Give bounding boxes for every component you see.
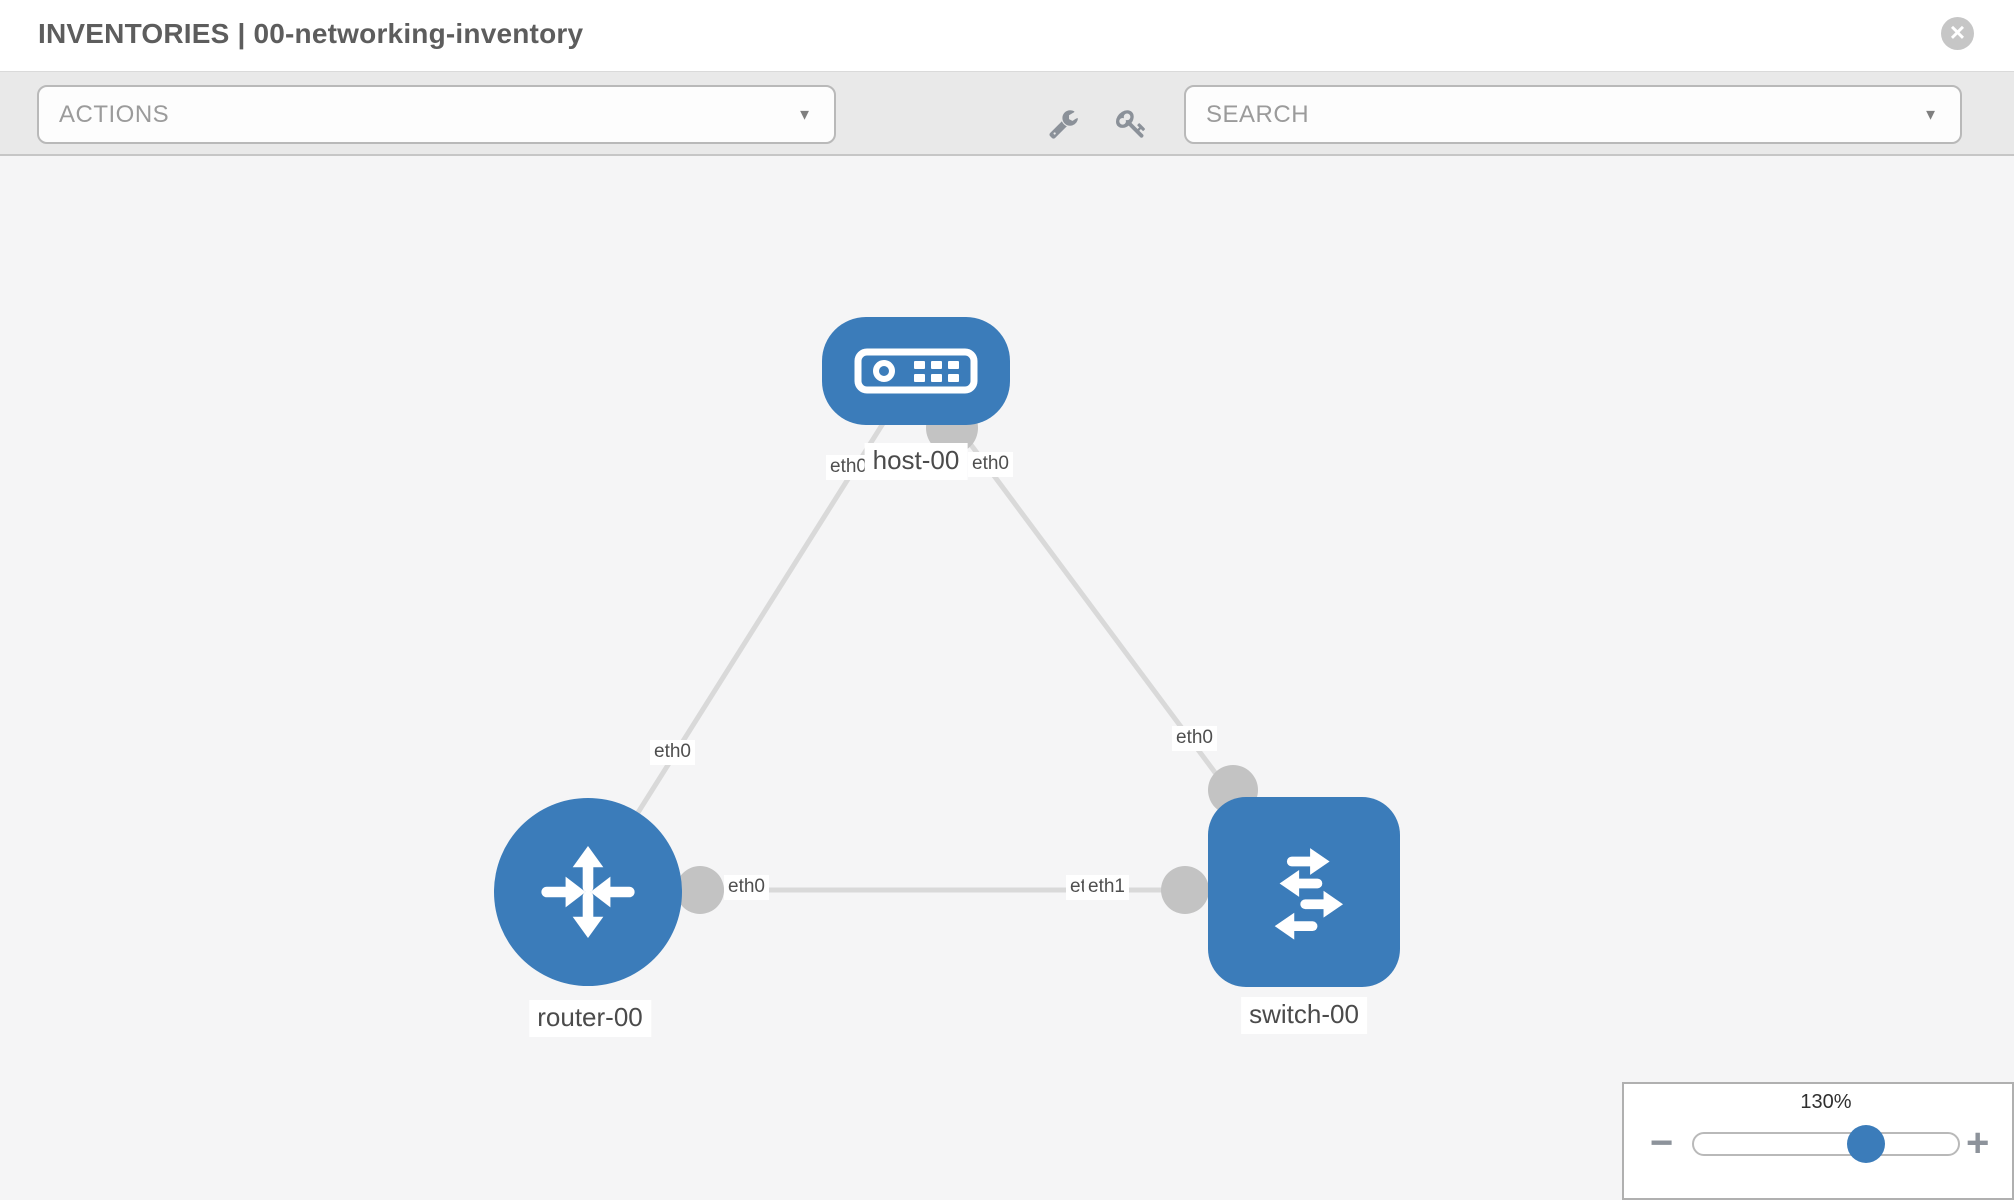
page-title: INVENTORIES | 00-networking-inventory [38,18,584,49]
iface-label: eth0 [826,455,871,480]
router-icon [541,845,635,939]
iface-label: eth0 [968,452,1013,477]
actions-dropdown-label: ACTIONS [59,101,170,128]
port-circle-router-right [676,866,724,914]
key-button[interactable] [1114,106,1148,140]
actions-dropdown[interactable]: ACTIONS ▼ [37,85,836,144]
iface-label: eth0 [724,875,769,900]
zoom-level: 130% [1800,1091,1852,1113]
wrench-button[interactable] [1046,106,1080,140]
key-icon [1115,109,1145,138]
topology-canvas[interactable]: eth0 eth0 eth0 eth0 eth0 eth0 eth1 host-… [0,156,2014,1200]
node-label-switch: switch-00 [1241,997,1367,1034]
zoom-slider-handle[interactable] [1847,1125,1885,1163]
zoom-control-panel: 130% − + [1622,1082,2014,1200]
port-circle-switch-left [1161,866,1209,914]
header: INVENTORIES | 00-networking-inventory × [0,0,2014,71]
switch-icon [1274,848,1344,940]
zoom-out-button[interactable]: − [1650,1121,1674,1165]
close-icon: × [1949,17,1966,47]
search-placeholder: SEARCH [1206,101,1310,128]
node-label-router: router-00 [529,1000,651,1037]
chevron-down-icon: ▼ [1923,106,1938,123]
node-host-00[interactable] [822,317,1010,425]
zoom-in-button[interactable]: + [1966,1121,1990,1165]
search-dropdown[interactable]: SEARCH ▼ [1184,85,1962,144]
node-router-00[interactable] [494,798,682,986]
iface-label: eth1 [1084,875,1129,900]
toolbar: ACTIONS ▼ SEARCH ▼ [0,71,2014,156]
host-icon [854,348,978,394]
wrench-icon [1048,109,1078,139]
chevron-down-icon: ▼ [797,106,812,123]
links-layer [585,369,1307,914]
node-label-host: host-00 [864,443,968,480]
node-switch-00[interactable] [1208,797,1400,987]
iface-label: eth0 [1172,726,1217,751]
close-button[interactable]: × [1941,17,1974,50]
iface-label: eth0 [650,740,695,765]
zoom-slider-track[interactable] [1692,1132,1960,1156]
